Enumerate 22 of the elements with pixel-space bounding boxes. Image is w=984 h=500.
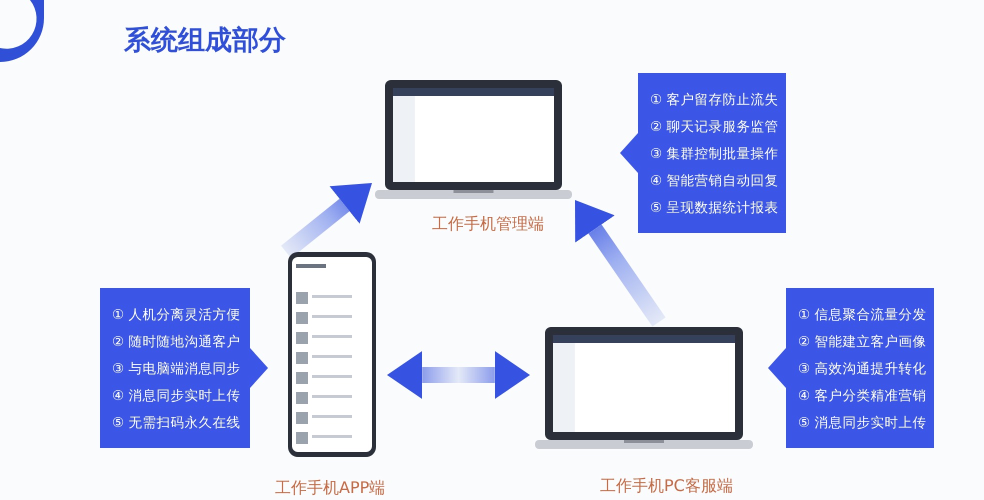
list-item: ① 人机分离灵活方便 [112,306,240,324]
list-item: ⑤ 无需扫码永久在线 [112,414,240,432]
diagram-title: 系统组成部分 [124,24,286,58]
list-item: ① 客户留存防止流失 [650,91,778,109]
list-item: ② 智能建立客户画像 [798,333,926,351]
list-item: ① 信息聚合流量分发 [798,306,926,324]
arrow [387,351,530,399]
list-item: ② 随时随地沟通客户 [112,333,240,351]
arrow [281,183,372,258]
device-label: 工作手机PC客服端 [600,476,733,497]
list-item: ② 聊天记录服务监管 [650,118,778,136]
list-item: ⑤ 消息同步实时上传 [798,414,926,432]
list-item: ③ 集群控制批量操作 [650,145,778,163]
list-item: ④ 客户分类精准营销 [798,387,926,405]
list-item: ④ 消息同步实时上传 [112,387,240,405]
list-item: ⑤ 呈现数据统计报表 [650,199,778,217]
arrow [575,200,666,327]
device-label: 工作手机APP端 [275,478,386,499]
list-item: ④ 智能营销自动回复 [650,172,778,190]
list-item: ③ 高效沟通提升转化 [798,360,926,378]
device-label: 工作手机管理端 [432,214,544,235]
list-item: ③ 与电脑端消息同步 [112,360,240,378]
